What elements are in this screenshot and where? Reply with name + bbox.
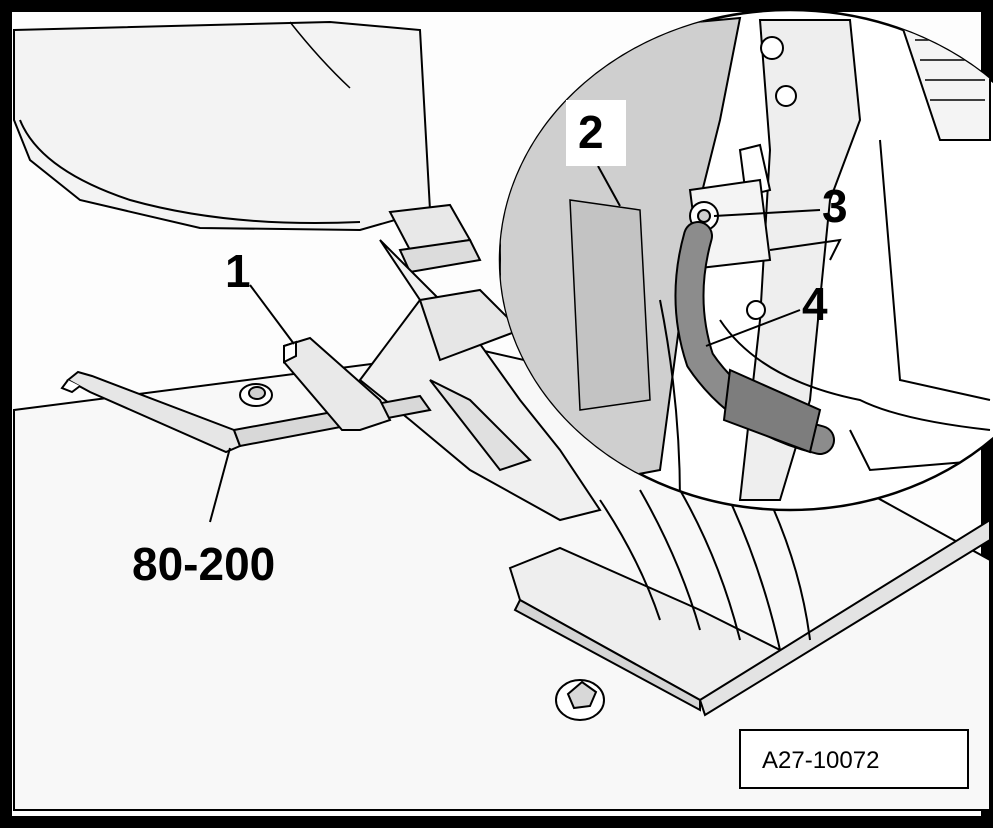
mounting-bracket (508, 518, 991, 717)
floor-bolt-lower (555, 679, 605, 721)
detail-leader-lines (597, 165, 821, 347)
trim-recess (569, 199, 651, 411)
reference-code: A27-10072 (762, 747, 879, 774)
detail-wires (659, 238, 991, 501)
reference-box: A27-10072 (739, 729, 969, 789)
seat-shell (13, 20, 432, 232)
callout-2: 2 (578, 106, 604, 158)
cable-sleeve (722, 368, 822, 454)
release-lever (283, 336, 392, 431)
wire-loom-lower (599, 479, 811, 651)
callout-3: 3 (822, 180, 848, 232)
callout-4: 4 (802, 278, 828, 330)
leader-lines (209, 284, 295, 523)
callout-2-bg (566, 100, 626, 166)
callout-1: 1 (225, 245, 251, 297)
callout-tool: 80-200 (132, 538, 275, 590)
callout-labels: 2 1 3 4 80-200 (132, 100, 848, 590)
seat-rail (358, 203, 602, 522)
floor-bolt-upper (239, 383, 273, 407)
